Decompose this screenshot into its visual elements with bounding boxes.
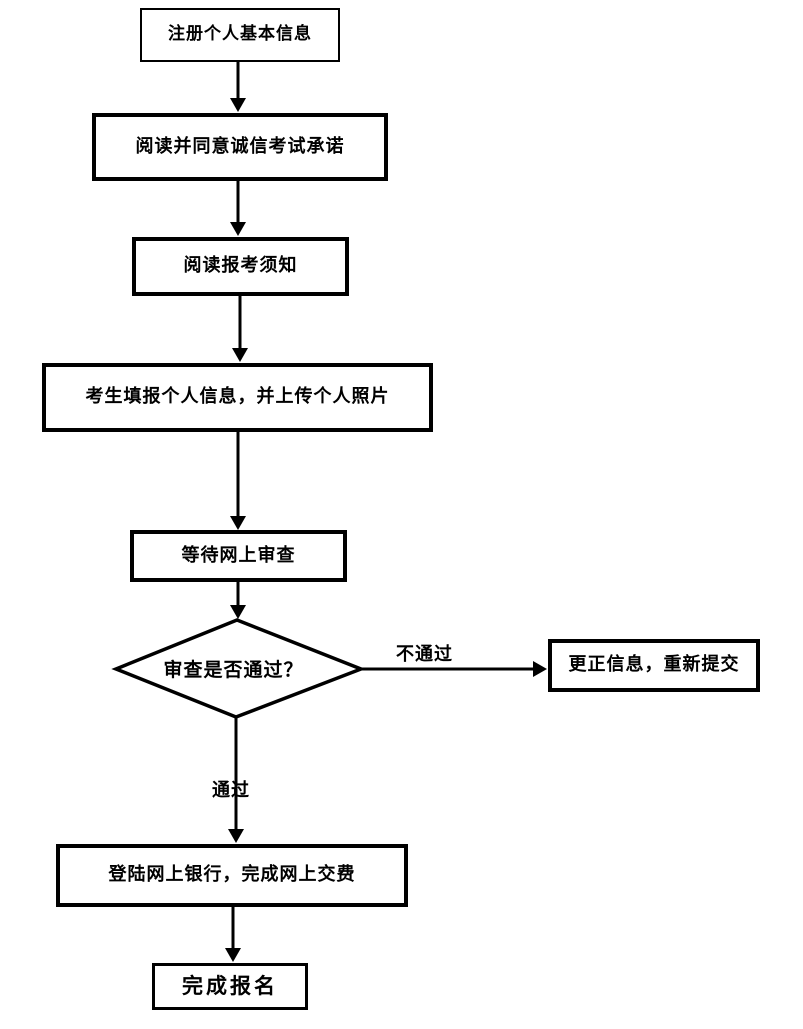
node-label: 等待网上审查	[181, 544, 296, 566]
flow-node-finish: 完成报名	[152, 963, 308, 1010]
node-label: 更正信息，重新提交	[568, 654, 740, 676]
flow-node-online-payment: 登陆网上银行，完成网上交费	[56, 844, 408, 907]
flow-node-register: 注册个人基本信息	[140, 8, 340, 62]
node-label: 登陆网上银行，完成网上交费	[108, 864, 356, 886]
flow-node-fill-info: 考生填报个人信息，并上传个人照片	[42, 363, 433, 432]
flow-node-read-notice: 阅读报考须知	[132, 237, 349, 296]
node-label: 完成报名	[182, 974, 278, 999]
edge-label-fail: 不通过	[396, 644, 453, 665]
flow-node-correct-resubmit: 更正信息，重新提交	[548, 639, 760, 692]
node-label: 阅读报考须知	[183, 255, 298, 277]
flow-node-agree-commitment: 阅读并同意诚信考试承诺	[92, 113, 388, 181]
node-label: 注册个人基本信息	[168, 24, 312, 45]
flow-node-wait-review: 等待网上审查	[130, 530, 347, 582]
node-label: 考生填报个人信息，并上传个人照片	[85, 386, 390, 408]
node-label: 阅读并同意诚信考试承诺	[135, 135, 345, 157]
node-label: 审查是否通过？	[163, 658, 304, 681]
flow-node-review-decision-label: 审查是否通过？	[136, 650, 331, 686]
edge-label-pass: 通过	[212, 780, 250, 801]
